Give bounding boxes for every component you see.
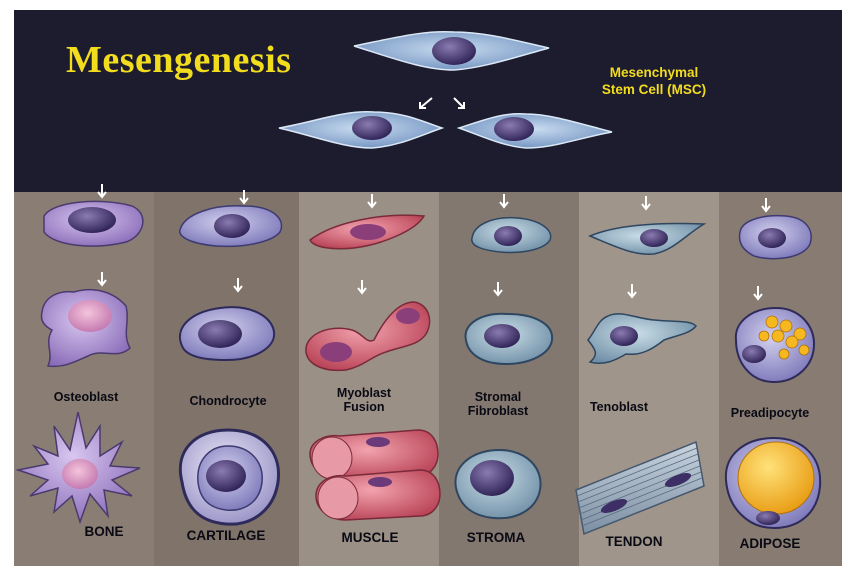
label-adipose: ADIPOSE xyxy=(700,536,840,551)
label-stromal-fibroblast: Stromal Fibroblast xyxy=(428,390,568,418)
label-bone: BONE xyxy=(34,524,174,539)
osteoblast-cell xyxy=(41,290,130,367)
msc-cell-right xyxy=(459,114,612,148)
row2-arrows xyxy=(98,272,762,299)
msc-label: Mesenchymal Stem Cell (MSC) xyxy=(574,64,734,98)
tendon-precursor-cell xyxy=(590,224,704,255)
label-stromal-line2: Fibroblast xyxy=(428,404,568,418)
cartilage-tissue xyxy=(180,430,278,524)
msc-label-line2: Stem Cell (MSC) xyxy=(574,81,734,98)
label-preadipocyte: Preadipocyte xyxy=(700,406,840,420)
muscle-precursor-cell xyxy=(310,215,424,249)
stroma-precursor-cell xyxy=(472,218,551,253)
bone-precursor-cell xyxy=(44,201,143,246)
myoblast-fusion-cells xyxy=(306,302,430,370)
tenoblast-cell xyxy=(588,314,696,363)
divergence-arrows xyxy=(420,98,464,108)
label-tendon: TENDON xyxy=(564,534,704,549)
msc-label-line1: Mesenchymal xyxy=(574,64,734,81)
msc-cell-left xyxy=(279,112,442,148)
muscle-fibers xyxy=(310,430,440,520)
label-muscle: MUSCLE xyxy=(300,530,440,545)
label-chondrocyte: Chondrocyte xyxy=(158,394,298,408)
preadipocyte-cell xyxy=(736,308,814,382)
tendon-fibers xyxy=(576,442,704,534)
label-stroma: STROMA xyxy=(426,530,566,545)
bone-osteocyte xyxy=(18,412,140,522)
mesengenesis-figure: Mesengenesis Mesenchymal Stem Cell (MSC)… xyxy=(14,10,842,566)
label-myoblast-line2: Fusion xyxy=(294,400,434,414)
label-cartilage: CARTILAGE xyxy=(156,528,296,543)
adipose-precursor-cell xyxy=(740,216,812,259)
adipocyte-cell xyxy=(726,438,820,528)
msc-cell-top xyxy=(354,32,549,70)
cartilage-precursor-cell xyxy=(180,206,282,247)
label-osteoblast: Osteoblast xyxy=(16,390,156,404)
chondrocyte-cell xyxy=(180,307,274,360)
row1-arrows xyxy=(98,184,770,211)
label-stromal-line1: Stromal xyxy=(428,390,568,404)
label-myoblast-line1: Myoblast xyxy=(294,386,434,400)
stromal-fibroblast-cell xyxy=(465,314,552,364)
label-tenoblast: Tenoblast xyxy=(549,400,689,414)
figure-title: Mesengenesis xyxy=(66,38,292,82)
stroma-cell xyxy=(455,450,540,518)
label-myoblast-fusion: Myoblast Fusion xyxy=(294,386,434,414)
